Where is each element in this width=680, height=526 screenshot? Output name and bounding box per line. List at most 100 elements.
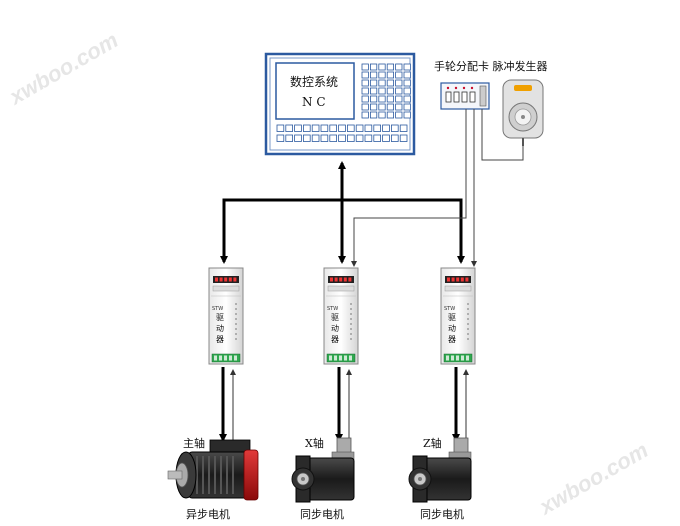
nc-key bbox=[320, 124, 329, 132]
nc-key bbox=[403, 87, 411, 95]
driver-label-1: 驱 bbox=[448, 313, 456, 322]
nc-key bbox=[378, 111, 386, 119]
nc-key bbox=[395, 103, 403, 111]
driver-brand: STW bbox=[212, 306, 223, 312]
nc-key bbox=[364, 134, 373, 142]
driver-label-3: 器 bbox=[448, 335, 456, 344]
x-servo-motor bbox=[291, 437, 355, 503]
handwheel-distribution-card bbox=[440, 82, 490, 110]
nc-title: 数控系统 bbox=[290, 74, 338, 89]
nc-key bbox=[382, 124, 390, 132]
driver-label-2: 动 bbox=[331, 323, 339, 333]
nc-key bbox=[302, 134, 311, 142]
nc-key bbox=[395, 95, 403, 103]
nc-key bbox=[285, 134, 293, 142]
nc-key bbox=[399, 124, 408, 132]
nc-key bbox=[395, 79, 403, 87]
nc-key bbox=[329, 124, 337, 132]
nc-key bbox=[395, 71, 403, 79]
nc-key bbox=[361, 79, 369, 87]
nc-key bbox=[390, 134, 399, 142]
nc-key bbox=[378, 87, 386, 95]
nc-key bbox=[294, 124, 302, 132]
nc-key bbox=[386, 95, 395, 103]
nc-key bbox=[355, 134, 364, 142]
nc-key bbox=[386, 71, 395, 79]
nc-key bbox=[361, 71, 369, 79]
nc-key bbox=[276, 134, 285, 142]
nc-key bbox=[373, 134, 381, 142]
nc-key bbox=[311, 124, 320, 132]
nc-key bbox=[338, 134, 346, 142]
nc-key bbox=[369, 79, 378, 87]
z-axis-label: Z轴 bbox=[423, 436, 442, 450]
nc-key bbox=[373, 124, 381, 132]
nc-key bbox=[320, 134, 329, 142]
nc-key bbox=[395, 111, 403, 119]
nc-key bbox=[361, 103, 369, 111]
nc-key bbox=[294, 134, 302, 142]
x-axis-label: X轴 bbox=[305, 436, 324, 450]
spindle-axis-label: 主轴 bbox=[183, 436, 205, 450]
nc-key bbox=[369, 87, 378, 95]
nc-key bbox=[369, 111, 378, 119]
nc-key bbox=[302, 124, 311, 132]
nc-subtitle: N C bbox=[302, 95, 326, 109]
nc-key bbox=[403, 63, 411, 71]
nc-key bbox=[382, 134, 390, 142]
nc-key bbox=[378, 71, 386, 79]
nc-key bbox=[285, 124, 293, 132]
motor-links bbox=[219, 367, 469, 442]
nc-key bbox=[390, 124, 399, 132]
nc-key bbox=[403, 95, 411, 103]
nc-key bbox=[369, 63, 378, 71]
nc-key bbox=[361, 63, 369, 71]
nc-key bbox=[361, 87, 369, 95]
nc-key bbox=[403, 79, 411, 87]
nc-key bbox=[355, 124, 364, 132]
driver-brand: STW bbox=[327, 306, 338, 312]
nc-key bbox=[276, 124, 285, 132]
pulse-generator bbox=[502, 79, 544, 146]
nc-key bbox=[378, 79, 386, 87]
nc-key bbox=[403, 111, 411, 119]
wiring bbox=[220, 109, 524, 267]
nc-key bbox=[386, 103, 395, 111]
spindle-motor-type: 异步电机 bbox=[186, 507, 230, 521]
nc-key bbox=[395, 63, 403, 71]
x-motor-type: 同步电机 bbox=[300, 507, 344, 521]
nc-key bbox=[329, 134, 337, 142]
nc-key-rows bbox=[276, 124, 408, 142]
nc-key bbox=[346, 124, 355, 132]
driver-label-2: 动 bbox=[448, 323, 456, 333]
nc-keypad bbox=[361, 63, 411, 119]
nc-key bbox=[399, 134, 408, 142]
driver-label-3: 器 bbox=[331, 335, 339, 344]
z-servo-motor bbox=[408, 437, 472, 503]
nc-key bbox=[378, 95, 386, 103]
nc-key bbox=[346, 134, 355, 142]
nc-key bbox=[369, 95, 378, 103]
nc-key bbox=[403, 71, 411, 79]
nc-key bbox=[386, 111, 395, 119]
driver-label-1: 驱 bbox=[216, 313, 224, 322]
nc-key bbox=[378, 63, 386, 71]
nc-key bbox=[403, 103, 411, 111]
nc-key bbox=[378, 103, 386, 111]
nc-key bbox=[361, 111, 369, 119]
watermark-bottom-right: xwboo.com bbox=[534, 437, 652, 520]
nc-key bbox=[369, 71, 378, 79]
nc-key bbox=[364, 124, 373, 132]
driver-label-1: 驱 bbox=[331, 313, 339, 322]
nc-controller: 数控系统 N C bbox=[264, 52, 416, 156]
nc-key bbox=[369, 103, 378, 111]
nc-key bbox=[361, 95, 369, 103]
driver-label-2: 动 bbox=[216, 323, 224, 333]
watermark-top-left: xwboo.com bbox=[4, 27, 122, 110]
spindle-motor bbox=[167, 439, 259, 501]
